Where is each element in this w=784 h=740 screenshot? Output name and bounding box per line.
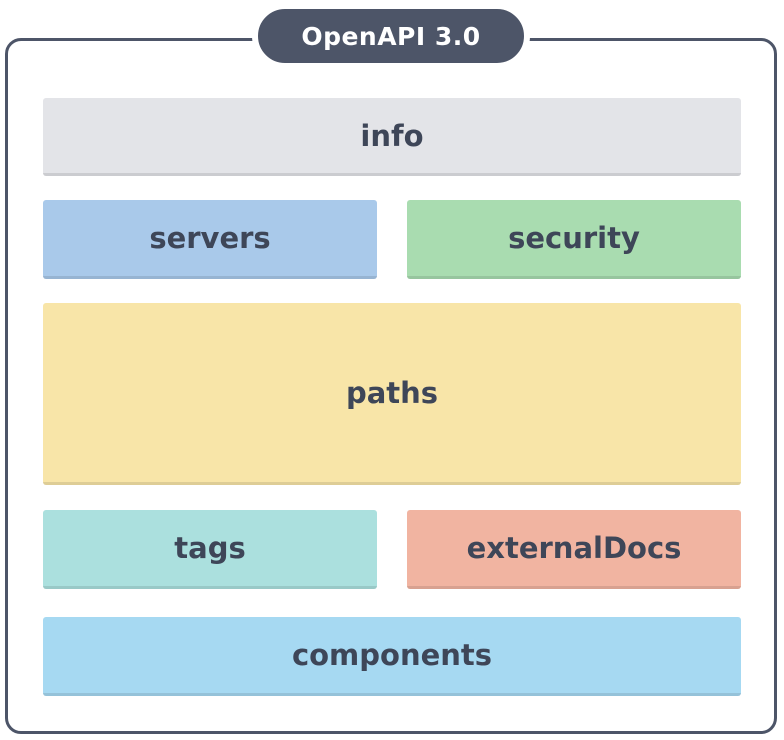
diagram-title: OpenAPI 3.0 bbox=[252, 3, 530, 69]
components-block: components bbox=[43, 617, 741, 696]
info-block: info bbox=[43, 98, 741, 176]
security-block: security bbox=[407, 200, 741, 279]
paths-block: paths bbox=[43, 303, 741, 485]
external-docs-block: externalDocs bbox=[407, 510, 741, 589]
tags-block: tags bbox=[43, 510, 377, 589]
servers-block: servers bbox=[43, 200, 377, 279]
